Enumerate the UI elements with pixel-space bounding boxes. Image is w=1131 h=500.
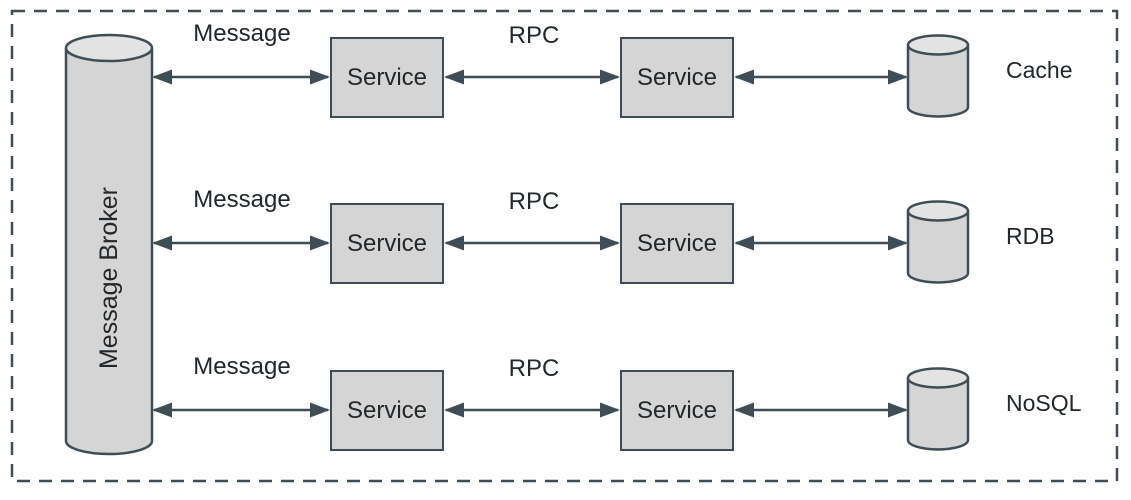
nosql-cylinder-icon [906, 367, 970, 451]
nosql-cylinder-body [906, 378, 970, 451]
arrowhead-right-icon [310, 402, 330, 418]
arrowhead-right-icon [600, 235, 620, 251]
rpc-label-row3: RPC [508, 355, 560, 382]
arrowhead-left-icon [152, 235, 172, 251]
arrowhead-left-icon [444, 69, 464, 85]
arrow-rpc-row3 [444, 402, 620, 418]
arrow-datastore-row2 [734, 235, 908, 251]
arrowhead-right-icon [310, 69, 330, 85]
message-label-row1: Message [193, 20, 291, 47]
rdb-cylinder-top [906, 200, 970, 222]
message-broker-label: Message Broker [95, 186, 123, 370]
service-box-row1-left: Service [330, 37, 444, 118]
service-box-row2-left: Service [330, 203, 444, 284]
arrowhead-right-icon [888, 402, 908, 418]
service-box-row1-right: Service [620, 37, 734, 118]
service-box-row3-left: Service [330, 370, 444, 451]
arrowhead-left-icon [444, 402, 464, 418]
nosql-cylinder-top [906, 367, 970, 389]
cache-cylinder-top [906, 34, 970, 56]
arrow-datastore-row1 [734, 69, 908, 85]
datastore-label-rdb: RDB [1006, 223, 1055, 249]
arrowhead-left-icon [734, 235, 754, 251]
service-label: Service [636, 396, 718, 424]
arrowhead-left-icon [152, 69, 172, 85]
arrowhead-left-icon [444, 235, 464, 251]
arrowhead-left-icon [734, 402, 754, 418]
service-box-row2-right: Service [620, 203, 734, 284]
message-broker-cylinder-icon [64, 33, 154, 456]
service-label: Service [346, 396, 428, 424]
arrow-datastore-row3 [734, 402, 908, 418]
arrow-message-row1 [152, 69, 330, 85]
arrowhead-left-icon [152, 402, 172, 418]
rdb-cylinder-body [906, 211, 970, 284]
rdb-cylinder-icon [906, 200, 970, 284]
rpc-label-row1: RPC [508, 22, 560, 49]
arrowhead-right-icon [310, 235, 330, 251]
message-label-row3: Message [193, 353, 291, 380]
arrowhead-right-icon [888, 235, 908, 251]
service-label: Service [346, 63, 428, 91]
arrowhead-right-icon [600, 402, 620, 418]
outer-dashed-border [10, 9, 1119, 483]
arrow-message-row2 [152, 235, 330, 251]
datastore-label-nosql: NoSQL [1006, 390, 1082, 416]
message-label-row2: Message [193, 186, 291, 213]
arrow-message-row3 [152, 402, 330, 418]
service-label: Service [636, 229, 718, 257]
arrowhead-left-icon [734, 69, 754, 85]
cache-cylinder-icon [906, 34, 970, 118]
cache-cylinder-body [906, 45, 970, 118]
datastore-label-cache: Cache [1006, 57, 1073, 83]
arrowhead-right-icon [600, 69, 620, 85]
message-broker-cylinder-top [64, 33, 154, 63]
service-box-row3-right: Service [620, 370, 734, 451]
arrow-rpc-row2 [444, 235, 620, 251]
arrowhead-right-icon [888, 69, 908, 85]
service-label: Service [346, 229, 428, 257]
arrow-rpc-row1 [444, 69, 620, 85]
rpc-label-row2: RPC [508, 188, 560, 215]
service-label: Service [636, 63, 718, 91]
message-broker-cylinder-body [64, 48, 154, 456]
